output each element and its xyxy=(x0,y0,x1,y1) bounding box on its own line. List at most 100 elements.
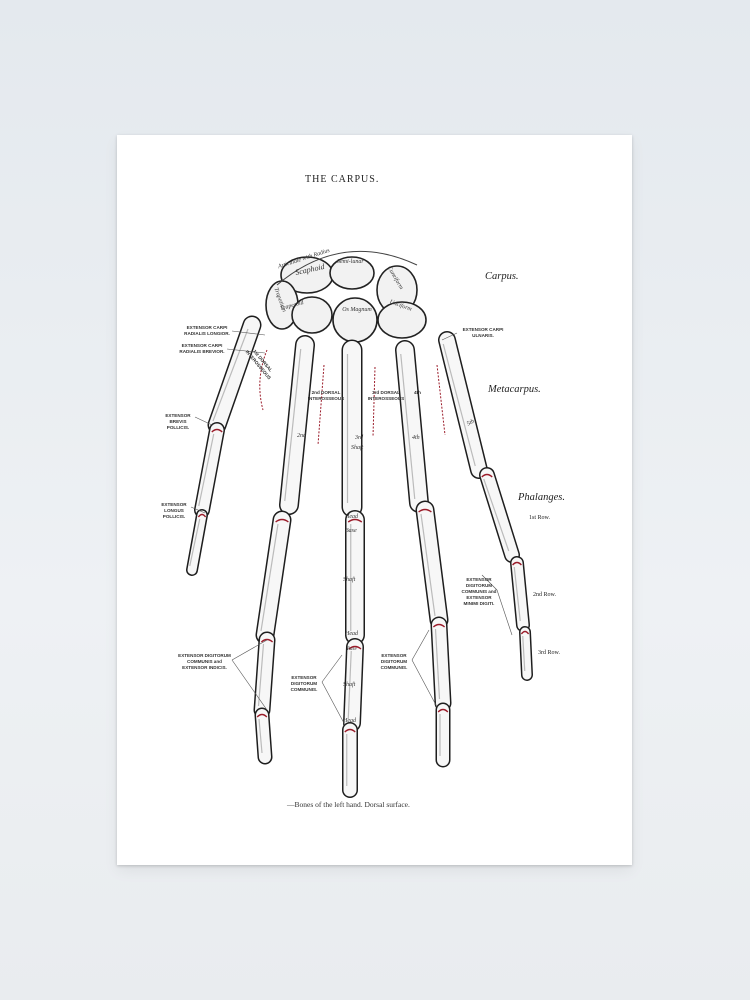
middle-tendon-insertion-2 xyxy=(348,645,362,650)
ring-bone-1-shading xyxy=(400,353,416,500)
ring-bone-3-shading xyxy=(434,628,441,700)
little-bone-1-shading xyxy=(442,343,476,467)
label-semilunar: Semi-lunar xyxy=(337,259,364,265)
thumb-bone-1-shading xyxy=(212,328,249,422)
thumb-bone-2 xyxy=(195,423,224,517)
label-row-1: 1st Row. xyxy=(529,515,550,521)
tendon-outline-dorsal-1 xyxy=(317,364,325,446)
label-ext-longus-pollicis: EXTENSOR LONGUS POLLICIS. xyxy=(161,502,187,519)
little-bone-1 xyxy=(439,332,487,478)
ring-tendon-insertion-1 xyxy=(418,508,432,513)
carpal-bone-unciform xyxy=(377,301,427,339)
label-edc-minimi-digiti: EXTENSOR DIGITORUM COMMUNIS and EXTENSOR… xyxy=(461,577,497,606)
figure-caption: —Bones of the left hand. Dorsal surface. xyxy=(287,800,410,809)
little-tendon-insertion-1 xyxy=(481,473,493,478)
tendon-outline-dorsal-4 xyxy=(436,364,446,436)
middle-bone-3-shading xyxy=(347,650,352,720)
leader-line-6 xyxy=(496,589,513,636)
poster-title: THE CARPUS. xyxy=(305,174,380,185)
little-bone-4 xyxy=(520,627,532,680)
label-edc-middle: EXTENSOR DIGITORUM COMMUNIS. xyxy=(290,675,318,692)
little-bone-3 xyxy=(511,557,529,631)
carpal-bone-semilunar xyxy=(329,256,375,290)
ring-bone-2-shading xyxy=(420,513,436,617)
label-ec-ulnaris: EXTENSOR CARPI ULNARIS. xyxy=(462,327,504,338)
label-os-magnum: Os Magnum xyxy=(342,307,372,313)
label-row-2: 2nd Row. xyxy=(533,592,556,598)
label-dorsal-interosseous-3: 3rd DORSAL INTEROSSEOUS xyxy=(367,390,405,401)
ring-bone-2 xyxy=(417,502,447,628)
index-tendon-insertion-2 xyxy=(260,638,274,643)
middle-tendon-insertion-3 xyxy=(344,728,356,733)
label-carpus: Carpus. xyxy=(485,271,519,282)
thumb-bone-2-shading xyxy=(198,433,215,507)
label-dorsal-interosseous-2: 2nd DORSAL INTEROSSEOUS xyxy=(307,390,345,401)
index-bone-1 xyxy=(280,336,314,514)
label-row-3: 3rd Row. xyxy=(538,650,560,656)
leader-line-3 xyxy=(194,416,213,426)
little-tendon-insertion-2 xyxy=(512,561,522,566)
little-bone-3-shading xyxy=(513,566,521,622)
thumb-bone-3-shading xyxy=(189,518,201,567)
index-bone-4 xyxy=(256,709,271,763)
label-ecr-longior: EXTENSOR CARPI RADIALIS LONGIOR. xyxy=(184,325,230,336)
leader-line-10 xyxy=(321,681,346,726)
index-tendon-insertion-3 xyxy=(256,713,268,718)
tendon-outline-dorsal-3 xyxy=(372,366,376,438)
label-metacarpal-3-shaft: Shaft xyxy=(351,445,364,451)
index-bone-2-shading xyxy=(260,523,279,632)
middle-bone-3 xyxy=(344,639,363,731)
index-bone-3-shading xyxy=(257,643,265,707)
hand-skeleton-illustration xyxy=(186,250,533,798)
thumb-bone-3 xyxy=(187,510,207,575)
leader-line-8 xyxy=(231,659,268,711)
leader-line-2 xyxy=(441,332,458,341)
leader-line-1 xyxy=(226,348,266,354)
radius-articulation-arc xyxy=(276,250,418,286)
thumb-tendon-insertion-1 xyxy=(211,428,223,433)
tendon-outline-ecr xyxy=(259,349,268,411)
label-metacarpal-2: 2nd xyxy=(297,433,306,439)
middle-tendon-insertion-1 xyxy=(347,518,363,523)
label-edc-ring: EXTENSOR DIGITORUM COMMUNIS. xyxy=(380,653,408,670)
little-tendon-insertion-3 xyxy=(520,630,530,635)
leader-line-0 xyxy=(231,330,266,336)
label-head-3: Head xyxy=(343,718,356,724)
label-base-2: Base xyxy=(347,647,357,652)
index-tendon-insertion-1 xyxy=(275,518,289,523)
label-head-1: Head xyxy=(345,514,358,520)
carpal-bone-os-magnum xyxy=(332,297,378,343)
little-bone-2-shading xyxy=(483,478,510,552)
leader-line-5 xyxy=(481,574,498,591)
label-metacarpus: Metacarpus. xyxy=(488,384,541,395)
ring-bone-1 xyxy=(396,341,428,512)
index-bone-1-shading xyxy=(284,348,302,502)
label-phalanges: Phalanges. xyxy=(518,492,565,503)
ring-bone-3 xyxy=(432,618,450,710)
label-edc-indicis: EXTENSOR DIGITORUM COMMUNIS and EXTENSOR… xyxy=(178,653,231,670)
little-bone-4-shading xyxy=(522,635,526,672)
index-bone-3 xyxy=(255,633,274,717)
label-shaft-2: Shaft xyxy=(343,577,356,583)
thumb-tendon-insertion-2 xyxy=(197,513,207,518)
label-shaft-3: Shaft xyxy=(343,682,356,688)
carpal-bone-trapezoid xyxy=(291,296,333,334)
label-ext-brevis-pollicis: EXTENSOR BREVIS POLLICIS. xyxy=(165,413,191,430)
leader-line-7 xyxy=(231,639,268,661)
label-base-1: Base xyxy=(345,528,357,534)
poster: THE CARPUS. Carpus. Metacarpus. Phalange… xyxy=(117,135,632,865)
index-bone-4-shading xyxy=(258,718,263,754)
index-bone-2 xyxy=(257,512,290,643)
leader-line-12 xyxy=(411,659,438,708)
label-head-2: Head xyxy=(345,631,358,637)
ring-tendon-insertion-3 xyxy=(437,708,449,713)
thumb-bone-1 xyxy=(209,317,260,433)
leader-line-4 xyxy=(190,506,206,514)
label-metacarpal-4: 4th xyxy=(412,435,420,441)
leader-line-9 xyxy=(321,654,343,683)
leader-line-11 xyxy=(411,629,430,661)
label-metacarpal-3: 3rd xyxy=(355,435,364,441)
ring-tendon-insertion-2 xyxy=(432,623,446,628)
label-ecr-brevior: EXTENSOR CARPI RADIALIS BREVIOR. xyxy=(179,343,225,354)
little-bone-2 xyxy=(480,468,519,562)
